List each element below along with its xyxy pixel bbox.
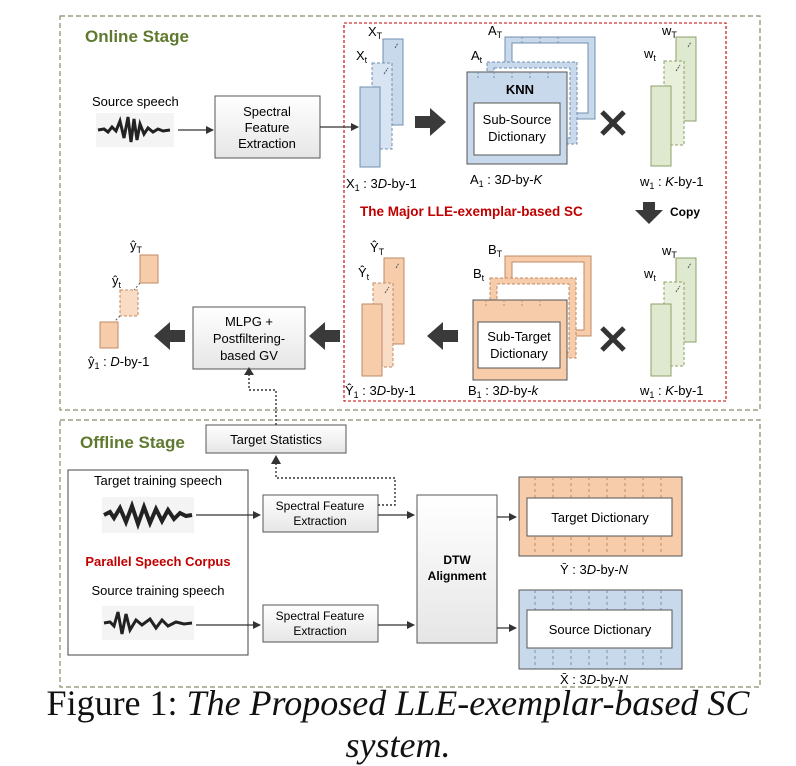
bt-label: Bt — [473, 266, 485, 283]
offline-stage-frame — [59, 419, 761, 688]
source-dictionary-matrix — [518, 589, 683, 670]
caption-prefix: Figure 1: — [46, 683, 187, 723]
online-stage-label: Online Stage — [85, 27, 189, 46]
figure-caption: Figure 1: The Proposed LLE-exemplar-base… — [0, 682, 796, 766]
dtw-alignment-box — [416, 494, 498, 644]
yhat-vector-stack — [361, 257, 405, 377]
caption-title: The Proposed LLE-exemplar-based SC syste… — [186, 683, 750, 765]
x1-dim-label: X1 : 3D-by-1 — [346, 176, 417, 193]
copy-label: Copy — [670, 205, 700, 219]
b1-dim-label: B1 : 3D-by-k — [468, 383, 540, 400]
block-arrow-mlpg-to-output — [154, 322, 185, 350]
corpus-box — [67, 469, 249, 656]
dotted-arrowhead-mlpg — [244, 367, 254, 375]
spectral-feature-line1: Spectral — [243, 104, 291, 119]
spectral-feature-box-online — [214, 95, 321, 159]
major-sc-frame — [343, 22, 727, 402]
wt-label-bottom: wt — [643, 266, 656, 283]
mlpg-box — [192, 306, 306, 370]
mlpg-line3: based GV — [220, 348, 278, 363]
spectral-feature-source-line1: Spectral Feature — [276, 609, 365, 623]
source-waveform — [96, 113, 174, 147]
dtw-line1: DTW — [443, 553, 471, 567]
w-vector-stack-bottom — [650, 257, 697, 377]
source-speech-label: Source speech — [92, 94, 179, 109]
target-dictionary-label: Target Dictionary — [551, 510, 649, 525]
block-arrow-y-to-mlpg — [309, 322, 340, 350]
block-arrow-b-to-y — [427, 322, 458, 350]
target-statistics-box — [205, 424, 347, 454]
out-yhatt-label: ŷt — [112, 273, 122, 290]
Y-big-T-label: ŶT — [370, 240, 385, 257]
target-dictionary-matrix — [518, 476, 683, 557]
aT-label: AT — [488, 23, 503, 40]
major-sc-title: The Major LLE-exemplar-based SC — [360, 204, 583, 219]
spectral-feature-box-source — [262, 604, 379, 643]
a1-dim-label: A1 : 3D-by-K — [470, 172, 544, 189]
xT-label: XT — [368, 24, 383, 41]
xbar-dim-label: X̄ : 3D-by-N — [560, 672, 629, 687]
dotted-arrowhead-stats — [271, 455, 281, 464]
ybar-dim-label: Ȳ : 3D-by-N — [560, 562, 629, 577]
dotted-feature-to-stats — [275, 462, 396, 506]
block-arrow-x-to-a — [415, 108, 446, 136]
target-statistics-label: Target Statistics — [230, 432, 322, 447]
spectral-feature-source-line2: Extraction — [293, 624, 346, 638]
spectral-feature-target-line2: Extraction — [293, 514, 346, 528]
b-matrix-stack — [472, 255, 592, 381]
source-training-label: Source training speech — [92, 583, 225, 598]
a-matrix-stack — [466, 36, 596, 165]
sub-source-line1: Sub-Source — [483, 112, 552, 127]
target-waveform — [102, 497, 194, 533]
x-vector-stack — [359, 38, 404, 168]
knn-label: KNN — [506, 82, 534, 97]
bT-label: BT — [488, 242, 503, 259]
spectral-feature-box-target — [262, 494, 379, 533]
sub-source-line2: Dictionary — [488, 129, 546, 144]
w-vector-stack-top — [650, 36, 697, 167]
at-label: At — [471, 48, 483, 65]
w1-dim-label-top: w1 : K-by-1 — [639, 174, 704, 191]
target-training-label: Target training speech — [94, 473, 222, 488]
spectral-feature-target-line1: Spectral Feature — [276, 499, 365, 513]
out-yhatT-label: ŷT — [130, 238, 143, 255]
spectral-feature-line2: Feature — [245, 120, 290, 135]
sub-target-line2: Dictionary — [490, 346, 548, 361]
Y1-dim-label: Ŷ1 : 3D-by-1 — [345, 383, 416, 400]
Y-big-t-label: Ŷt — [358, 265, 370, 282]
mlpg-line1: MLPG + — [225, 314, 273, 329]
mlpg-line2: Postfiltering- — [213, 331, 285, 346]
copy-arrow — [635, 202, 663, 224]
spectral-feature-line3: Extraction — [238, 136, 296, 151]
multiply-icon-top — [600, 110, 626, 136]
dtw-line2: Alignment — [428, 569, 487, 583]
multiply-icon-bottom — [600, 326, 626, 352]
lle-sc-system-diagram: Online Stage Source speech Spectral Feat… — [59, 15, 761, 688]
xt-label: Xt — [356, 48, 368, 65]
source-training-waveform — [102, 606, 194, 640]
source-dictionary-label: Source Dictionary — [549, 622, 652, 637]
output-yhat-vectors — [99, 254, 159, 349]
w1-dim-label-bottom: w1 : K-by-1 — [639, 383, 704, 400]
out-y1-dim-label: ŷ1 : D-by-1 — [88, 354, 149, 371]
offline-stage-label: Offline Stage — [80, 433, 185, 452]
wT-label-top: wT — [661, 23, 677, 40]
dotted-stats-to-mlpg — [248, 373, 277, 425]
sub-target-line1: Sub-Target — [487, 329, 551, 344]
online-stage-frame — [59, 15, 761, 411]
wt-label-top: wt — [643, 46, 656, 63]
parallel-corpus-label: Parallel Speech Corpus — [85, 554, 230, 569]
wT-label-bottom: wT — [661, 243, 677, 260]
